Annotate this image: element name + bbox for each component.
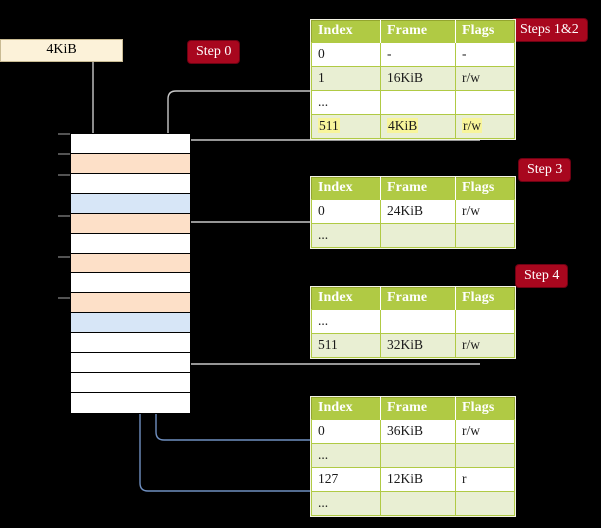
cell-frame — [380, 443, 456, 468]
memory-frame — [71, 293, 190, 314]
cell-index: 511 — [311, 114, 381, 139]
cell-flags: r/w — [455, 199, 515, 224]
memory-frame — [71, 392, 190, 413]
cell-flags — [455, 223, 515, 248]
cell-flags: r/w — [455, 114, 515, 139]
column-header-frame: Frame — [380, 397, 456, 420]
column-header-index: Index — [311, 397, 381, 420]
column-header-index: Index — [311, 177, 381, 200]
table-row: ... — [311, 443, 515, 468]
table-row: 0-- — [311, 42, 515, 67]
column-header-index: Index — [311, 20, 381, 43]
badge-step-0-label: Step 0 — [196, 44, 232, 59]
cell-frame: 32KiB — [380, 333, 456, 358]
column-header-flags: Flags — [455, 397, 515, 420]
cell-highlight: 511 — [318, 118, 340, 133]
source-frame-label: 4KiB — [46, 42, 77, 57]
table-row: ... — [311, 90, 515, 115]
source-frame-box: 4KiB — [0, 39, 123, 62]
cell-highlight: r/w — [462, 118, 482, 133]
cell-frame — [380, 90, 456, 115]
physical-memory-column — [70, 133, 191, 414]
badge-steps-1-2-label: Steps 1&2 — [520, 22, 579, 37]
cell-frame — [380, 223, 456, 248]
memory-frame — [71, 333, 190, 354]
badge-step-3-label: Step 3 — [527, 162, 563, 177]
memory-frame — [71, 273, 190, 294]
cell-index: ... — [311, 491, 381, 516]
memory-frame — [71, 153, 190, 174]
cell-flags: - — [455, 42, 515, 67]
table-row: ... — [311, 309, 515, 334]
column-header-flags: Flags — [455, 287, 515, 310]
cell-flags: r/w — [455, 333, 515, 358]
cell-index: ... — [311, 443, 381, 468]
badge-step-4: Step 4 — [516, 265, 568, 287]
memory-frame — [71, 253, 190, 274]
memory-frame — [71, 134, 190, 154]
badge-step-3: Step 3 — [519, 159, 571, 181]
cell-flags: r/w — [455, 66, 515, 91]
cell-flags: r/w — [455, 419, 515, 444]
cell-highlight: 4KiB — [387, 118, 419, 133]
cell-flags — [455, 443, 515, 468]
cell-frame: 16KiB — [380, 66, 456, 91]
memory-frame — [71, 373, 190, 393]
badge-steps-1-2: Steps 1&2 — [512, 19, 587, 41]
cell-flags — [455, 90, 515, 115]
cell-frame: - — [380, 42, 456, 67]
column-header-frame: Frame — [380, 177, 456, 200]
badge-step-0: Step 0 — [188, 41, 240, 63]
table-row: ... — [311, 223, 515, 248]
cell-index: ... — [311, 90, 381, 115]
cell-frame: 12KiB — [380, 467, 456, 492]
cell-index: 0 — [311, 199, 381, 224]
cell-index: 0 — [311, 42, 381, 67]
cell-flags: r — [455, 467, 515, 492]
memory-frame — [71, 353, 190, 374]
cell-flags — [455, 309, 515, 334]
cell-index: 1 — [311, 66, 381, 91]
cell-index: 0 — [311, 419, 381, 444]
column-header-frame: Frame — [380, 287, 456, 310]
cell-frame — [380, 491, 456, 516]
memory-frame — [71, 173, 190, 194]
column-header-frame: Frame — [380, 20, 456, 43]
table-row: 511 4KiB r/w — [311, 114, 515, 139]
cell-frame — [380, 309, 456, 334]
cell-frame: 36KiB — [380, 419, 456, 444]
badge-step-4-label: Step 4 — [524, 268, 560, 283]
column-header-flags: Flags — [455, 20, 515, 43]
memory-frame — [71, 233, 190, 254]
memory-frame — [71, 313, 190, 334]
cell-index: 511 — [311, 333, 381, 358]
cell-frame: 24KiB — [380, 199, 456, 224]
cell-index: ... — [311, 223, 381, 248]
cell-index: 127 — [311, 467, 381, 492]
memory-frame — [71, 213, 190, 234]
memory-frame — [71, 193, 190, 214]
cell-flags — [455, 491, 515, 516]
table-row: ... — [311, 491, 515, 516]
cell-frame: 4KiB — [380, 114, 456, 139]
column-header-index: Index — [311, 287, 381, 310]
column-header-flags: Flags — [455, 177, 515, 200]
cell-index: ... — [311, 309, 381, 334]
